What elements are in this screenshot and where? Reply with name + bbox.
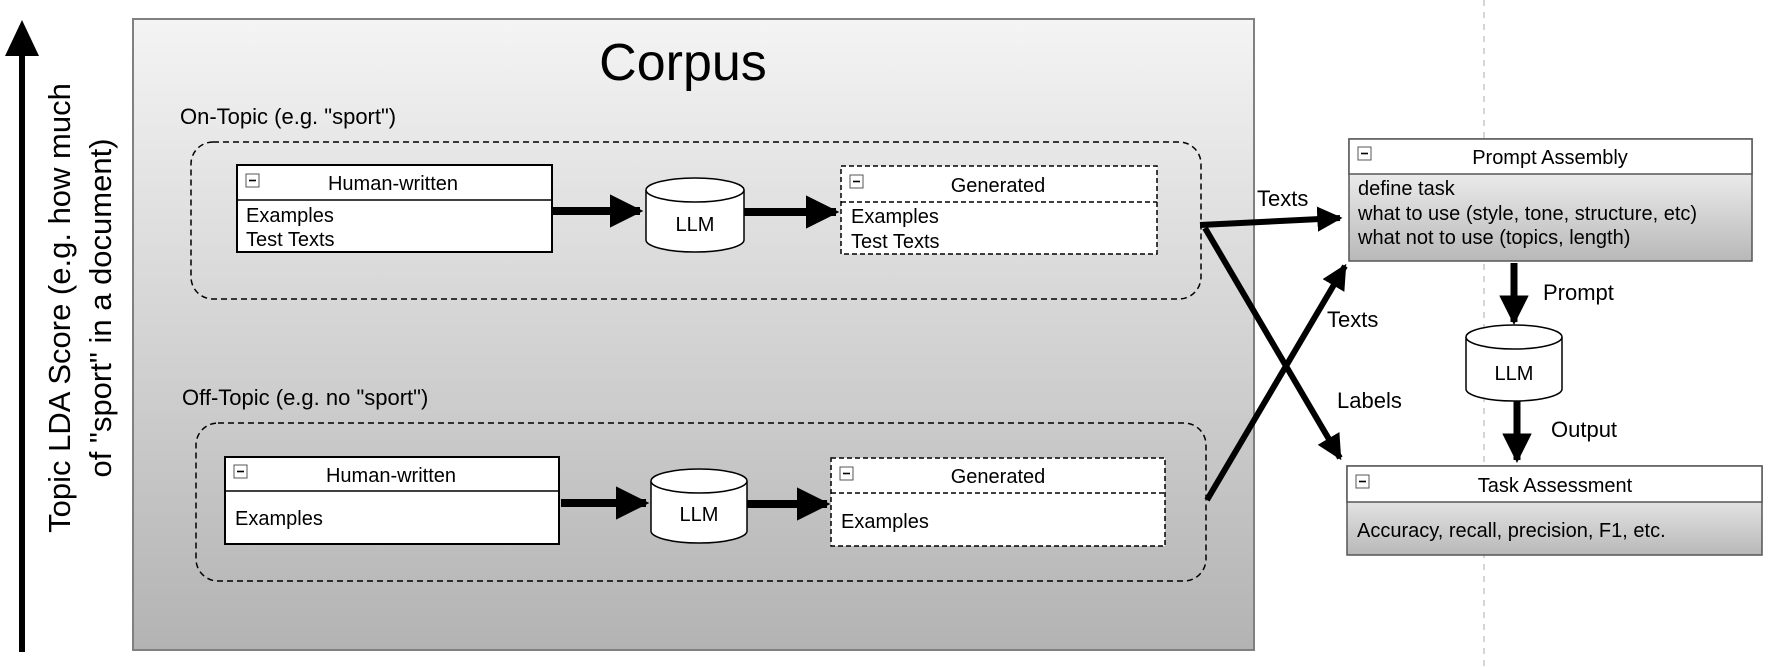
task-assessment-title: Task Assessment — [1478, 475, 1633, 497]
axis: Topic LDA Score (e.g. how much of "sport… — [5, 20, 118, 652]
off-topic-llm-label: LLM — [680, 504, 719, 526]
axis-label-line2: of "sport" in a document) — [83, 138, 118, 477]
prompt-assembly-item: what not to use (topics, length) — [1357, 227, 1630, 249]
off-topic-generated-box[interactable]: Generated Examples — [830, 457, 1166, 547]
prompt-assembly-item: what to use (style, tone, structure, etc… — [1357, 203, 1697, 225]
corpus-panel: Corpus On-Topic (e.g. "sport") Human-wri… — [132, 18, 1255, 651]
axis-label-line1: Topic LDA Score (e.g. how much — [42, 83, 77, 533]
on-topic-llm-label: LLM — [676, 214, 715, 236]
collapse-icon[interactable] — [849, 174, 864, 189]
off-topic-label: Off-Topic (e.g. no "sport") — [182, 385, 428, 410]
collapse-icon[interactable] — [1357, 146, 1372, 161]
collapse-icon[interactable] — [839, 466, 854, 481]
edge-label-texts-bottom: Texts — [1327, 307, 1378, 332]
collapse-icon[interactable] — [245, 173, 260, 188]
prompt-assembly-item: define task — [1358, 178, 1456, 200]
collapse-icon[interactable] — [1355, 474, 1370, 489]
off-topic-generated-item: Examples — [841, 511, 929, 533]
edge-label-labels: Labels — [1337, 388, 1402, 413]
edge-label-output: Output — [1551, 417, 1617, 442]
arrow-texts-bottom — [1204, 263, 1348, 502]
off-topic-human-box[interactable]: Human-written Examples — [224, 456, 560, 545]
off-topic-generated-title: Generated — [951, 466, 1046, 488]
edge-label-texts-top: Texts — [1257, 186, 1308, 211]
arrow-labels — [1202, 226, 1343, 461]
on-topic-group — [190, 141, 1202, 300]
on-topic-llm-cylinder: LLM — [645, 177, 745, 253]
off-topic-human-item: Examples — [235, 508, 323, 530]
prompt-assembly-box[interactable]: Prompt Assembly define task what to use … — [1348, 138, 1753, 262]
axis-arrow-head — [5, 20, 39, 56]
task-assessment-item: Accuracy, recall, precision, F1, etc. — [1357, 520, 1666, 542]
task-assessment-box[interactable]: Task Assessment Accuracy, recall, precis… — [1346, 465, 1763, 556]
edge-label-prompt: Prompt — [1543, 280, 1614, 305]
on-topic-human-title: Human-written — [328, 173, 458, 195]
pipeline-llm-label: LLM — [1495, 363, 1534, 385]
off-topic-group — [195, 422, 1207, 582]
off-topic-human-title: Human-written — [326, 465, 456, 487]
off-topic-llm-cylinder: LLM — [650, 468, 748, 544]
pipeline-llm-cylinder: LLM — [1465, 324, 1563, 402]
collapse-icon[interactable] — [233, 464, 248, 479]
arrow-texts-top — [1199, 206, 1343, 232]
on-topic-generated-title: Generated — [951, 175, 1046, 197]
on-topic-human-item: Test Texts — [246, 229, 335, 251]
on-topic-generated-item: Test Texts — [851, 231, 940, 253]
on-topic-generated-box[interactable]: Generated Examples Test Texts — [840, 165, 1158, 255]
corpus-title: Corpus — [599, 34, 767, 92]
on-topic-human-item: Examples — [246, 205, 334, 227]
on-topic-label: On-Topic (e.g. "sport") — [180, 104, 396, 129]
on-topic-generated-item: Examples — [851, 206, 939, 228]
on-topic-human-box[interactable]: Human-written Examples Test Texts — [236, 164, 553, 253]
prompt-assembly-title: Prompt Assembly — [1472, 147, 1628, 169]
